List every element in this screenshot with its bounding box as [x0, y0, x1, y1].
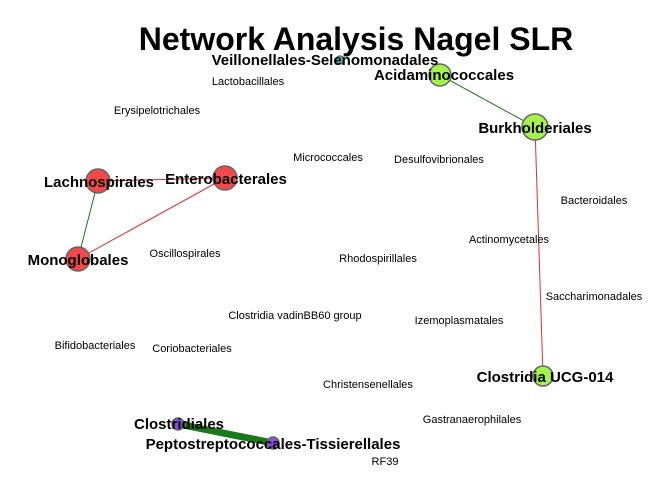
label-gastranaerophilales: Gastranaerophilales	[423, 414, 522, 426]
label-rhodospirillales: Rhodospirillales	[339, 253, 417, 265]
label-clostridia-vadinbb60: Clostridia vadinBB60 group	[228, 310, 361, 322]
node-clostridia-ucg-014	[532, 365, 554, 387]
label-lactobacillales: Lactobacillales	[212, 76, 285, 88]
edge-lachnospirales-monoglobales	[77, 180, 99, 260]
label-enterobacterales: Enterobacterales	[165, 171, 287, 188]
edge-burkholderiales-clostridia-ucg-014	[534, 126, 544, 377]
label-clostridiales: Clostridiales	[134, 416, 224, 433]
label-bifidobacteriales: Bifidobacteriales	[55, 340, 136, 352]
label-clostridia-ucg-014: Clostridia UCG-014	[477, 369, 614, 386]
label-erysipelotrichales: Erysipelotrichales	[114, 105, 201, 117]
label-peptostreptococcales: Peptostreptococcales-Tissierellales	[146, 436, 401, 453]
labels-layer: Veillonellales-SelenomonadalesAcidaminoc…	[28, 52, 643, 468]
label-micrococcales: Micrococcales	[293, 152, 363, 164]
label-lachnospirales: Lachnospirales	[44, 174, 154, 191]
label-veillonellales: Veillonellales-Selenomonadales	[212, 52, 439, 69]
label-burkholderiales: Burkholderiales	[478, 120, 591, 137]
label-christensenellales: Christensenellales	[323, 379, 413, 391]
edge-acidaminococcales-burkholderiales	[439, 74, 536, 128]
edge-clostridiales-peptostreptococcales	[177, 420, 274, 447]
node-lachnospirales	[85, 168, 111, 194]
edges-layer	[77, 74, 544, 447]
node-monoglobales	[65, 246, 91, 272]
nodes-layer	[65, 55, 554, 450]
label-rf39: RF39	[372, 456, 399, 468]
node-acidaminococcales	[428, 63, 452, 87]
label-coriobacteriales: Coriobacteriales	[152, 343, 232, 355]
label-actinomycetales: Actinomycetales	[469, 234, 550, 246]
label-desulfovibrionales: Desulfovibrionales	[394, 154, 484, 166]
label-oscillospirales: Oscillospirales	[150, 248, 221, 260]
node-peptostreptococcales	[266, 436, 280, 450]
label-monoglobales: Monoglobales	[28, 252, 129, 269]
node-clostridiales	[171, 417, 185, 431]
edge-lachnospirales-enterobacterales	[97, 177, 226, 182]
node-burkholderiales	[521, 113, 549, 141]
label-saccharimonadales: Saccharimonadales	[546, 291, 643, 303]
edge-enterobacterales-monoglobales	[77, 177, 226, 260]
node-enterobacterales	[212, 165, 238, 191]
label-bacteroidales: Bacteroidales	[561, 195, 628, 207]
figure-title: Network Analysis Nagel SLR	[139, 21, 574, 57]
label-izemoplasmatales: Izemoplasmatales	[415, 315, 504, 327]
label-acidaminococcales: Acidaminococcales	[374, 67, 514, 84]
node-veillonellales	[335, 55, 345, 65]
